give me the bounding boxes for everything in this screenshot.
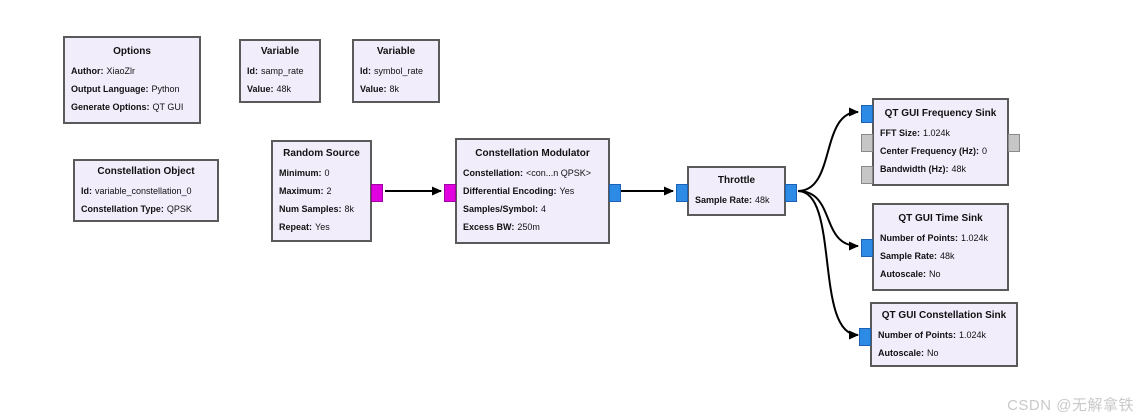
port-in-complex[interactable] — [859, 328, 871, 346]
param-autoscale: Autoscale:No — [880, 269, 941, 279]
param-sample-rate: Sample Rate:48k — [880, 251, 955, 261]
param-samples-symbol: Samples/Symbol:4 — [463, 204, 547, 214]
block-qt-gui-constellation-sink[interactable]: QT GUI Constellation Sink Number of Poin… — [859, 302, 1018, 367]
port-in-complex[interactable] — [676, 184, 688, 202]
block-title: Variable — [260, 46, 300, 57]
block-title: Constellation Modulator — [475, 148, 590, 159]
block-qt-gui-frequency-sink[interactable]: QT GUI Frequency Sink FFT Size:1.024k Ce… — [861, 98, 1020, 186]
port-in-msg-bw[interactable] — [861, 166, 873, 184]
block-variable-samp-rate[interactable]: Variable Id:samp_rate Value:48k — [239, 39, 321, 103]
param-differential-encoding: Differential Encoding:Yes — [463, 186, 575, 196]
param-sample-rate: Sample Rate:48k — [695, 195, 770, 205]
block-title: Constellation Object — [97, 165, 195, 177]
param-value: Value:8k — [360, 84, 400, 94]
port-out-msg-freq[interactable] — [1008, 134, 1020, 152]
param-maximum: Maximum:2 — [279, 186, 332, 196]
port-in-complex[interactable] — [861, 239, 873, 257]
block-title: Variable — [376, 46, 416, 57]
param-repeat: Repeat:Yes — [279, 222, 330, 232]
watermark: CSDN @无解拿铁 — [1007, 397, 1134, 414]
param-author: Author:XiaoZlr — [71, 66, 136, 76]
param-center-frequency: Center Frequency (Hz):0 — [880, 146, 988, 156]
param-excess-bw: Excess BW:250m — [463, 222, 540, 232]
param-id: Id:symbol_rate — [360, 66, 424, 76]
port-out-byte[interactable] — [371, 184, 383, 202]
block-variable-symbol-rate[interactable]: Variable Id:symbol_rate Value:8k — [352, 39, 440, 103]
param-id: Id:samp_rate — [247, 66, 304, 76]
port-out-complex[interactable] — [609, 184, 621, 202]
block-title: Random Source — [283, 148, 360, 159]
connection-throttle-constsink[interactable] — [797, 190, 859, 340]
port-in-complex[interactable] — [861, 105, 873, 123]
block-title: QT GUI Frequency Sink — [884, 108, 997, 119]
param-number-of-points: Number of Points:1.024k — [880, 233, 989, 243]
param-value: Value:48k — [247, 84, 292, 94]
block-title: Options — [113, 46, 151, 57]
block-random-source[interactable]: Random Source Minimum:0 Maximum:2 Num Sa… — [271, 140, 383, 242]
param-generate-options: Generate Options:QT GUI — [71, 102, 184, 112]
param-id: Id:variable_constellation_0 — [81, 185, 192, 196]
connection-throttle-timesink[interactable] — [797, 190, 859, 251]
block-constellation-object[interactable]: Constellation Object Id:variable_constel… — [73, 159, 219, 222]
block-constellation-modulator[interactable]: Constellation Modulator Constellation:<c… — [444, 138, 621, 244]
param-num-samples: Num Samples:8k — [279, 204, 355, 214]
block-title: Throttle — [717, 175, 756, 186]
port-in-byte[interactable] — [444, 184, 456, 202]
param-constellation-type: Constellation Type:QPSK — [81, 203, 192, 214]
block-throttle[interactable]: Throttle Sample Rate:48k — [676, 166, 797, 216]
block-title: QT GUI Constellation Sink — [881, 309, 1007, 321]
port-out-complex[interactable] — [785, 184, 797, 202]
port-in-msg-freq[interactable] — [861, 134, 873, 152]
param-fft-size: FFT Size:1.024k — [880, 128, 951, 138]
param-autoscale: Autoscale:No — [878, 347, 939, 358]
param-number-of-points: Number of Points:1.024k — [878, 329, 987, 340]
block-qt-gui-time-sink[interactable]: QT GUI Time Sink Number of Points:1.024k… — [861, 203, 1009, 291]
param-constellation: Constellation:<con...n QPSK> — [463, 168, 592, 178]
block-options[interactable]: Options Author:XiaoZlr Output Language:P… — [63, 36, 201, 124]
param-minimum: Minimum:0 — [279, 168, 330, 178]
param-output-language: Output Language:Python — [71, 84, 180, 94]
connection-throttle-freqsink[interactable] — [797, 107, 859, 192]
block-title: QT GUI Time Sink — [898, 213, 983, 224]
param-bandwidth: Bandwidth (Hz):48k — [880, 164, 966, 174]
